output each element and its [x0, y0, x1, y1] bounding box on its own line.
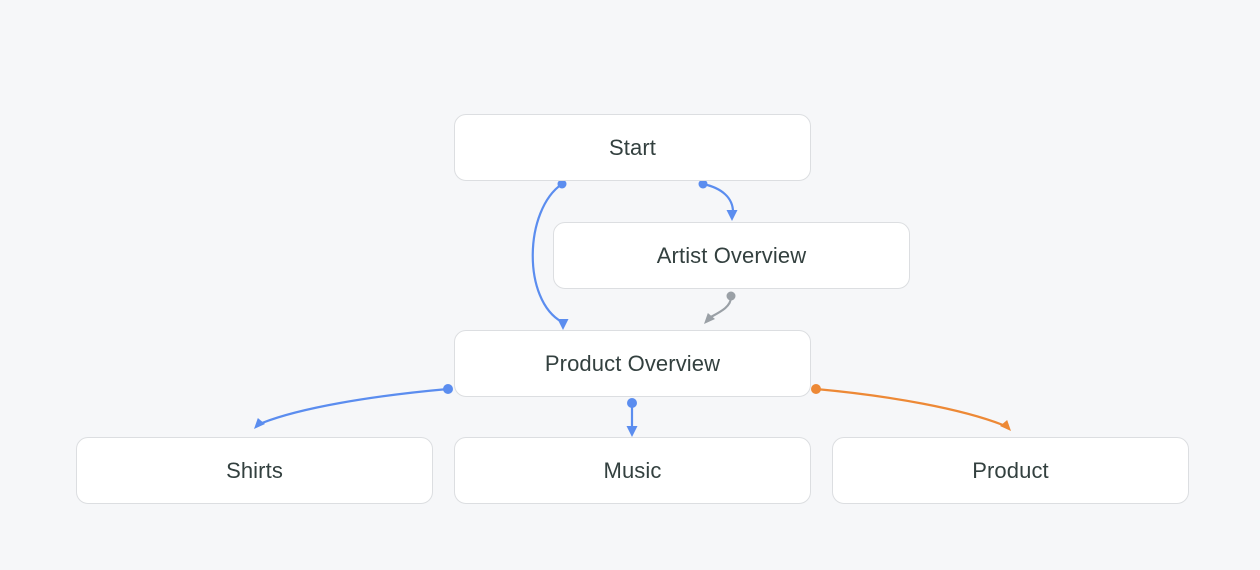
- flow-node-start[interactable]: Start: [454, 114, 811, 181]
- edge-path: [260, 387, 450, 425]
- flow-node-product-overview[interactable]: Product Overview: [454, 330, 811, 397]
- edge-path: [701, 182, 735, 214]
- edge-path: [707, 295, 733, 320]
- node-label: Start: [609, 134, 656, 160]
- node-label: Product: [972, 457, 1049, 483]
- edge-arrowhead: [626, 426, 638, 437]
- flow-edge-product-overview-to-product[interactable]: [811, 384, 1011, 431]
- flow-edge-product-overview-to-shirts[interactable]: [254, 384, 453, 429]
- node-label: Music: [603, 457, 662, 483]
- flow-node-music[interactable]: Music: [454, 437, 811, 504]
- flow-edge-product-overview-to-music[interactable]: [626, 398, 638, 437]
- node-label: Shirts: [226, 457, 283, 483]
- edge-arrowhead: [254, 418, 265, 429]
- node-label: Product Overview: [544, 350, 721, 376]
- edge-path: [814, 387, 1005, 427]
- flow-node-shirts[interactable]: Shirts: [76, 437, 433, 504]
- edge-arrowhead: [726, 210, 738, 221]
- flow-edge-artist-overview-to-product-overview[interactable]: [704, 291, 736, 325]
- edge-arrowhead: [704, 313, 715, 324]
- edge-source-handle[interactable]: [627, 398, 637, 408]
- flow-node-artist-overview[interactable]: Artist Overview: [553, 222, 910, 289]
- edge-source-handle[interactable]: [443, 384, 453, 394]
- node-label: Artist Overview: [656, 242, 807, 268]
- edge-source-handle[interactable]: [811, 384, 821, 394]
- edge-source-handle[interactable]: [726, 291, 736, 301]
- edge-arrowhead: [1000, 420, 1011, 431]
- edge-arrowhead: [557, 319, 569, 330]
- flow-edge-start-to-artist-overview[interactable]: [698, 179, 738, 222]
- flow-node-product[interactable]: Product: [832, 437, 1189, 504]
